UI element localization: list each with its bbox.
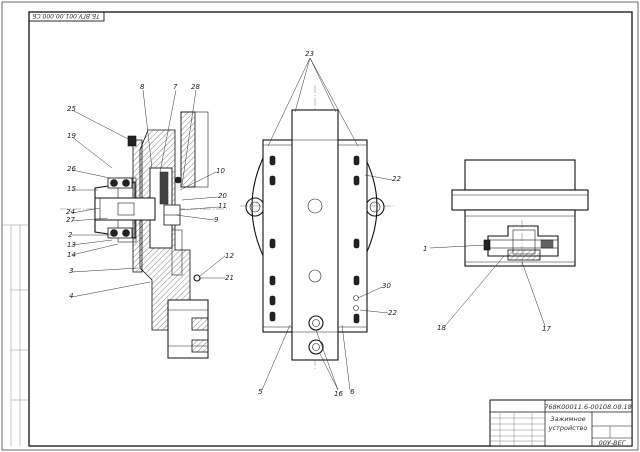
callout-14: 14 — [67, 251, 76, 259]
callout-25: 25 — [67, 105, 76, 113]
callout-21: 21 — [225, 274, 234, 282]
title-block-name-line1: Зажимное — [550, 415, 585, 423]
leaders-middle — [261, 57, 393, 391]
bolt-column-left — [269, 155, 276, 322]
stamp-code-text: ТБ.ВГУ.001.00.000.СБ — [32, 12, 99, 19]
front-view-middle — [240, 85, 395, 370]
side-view-right — [451, 159, 589, 272]
callout-26: 26 — [67, 165, 76, 173]
leaders-right — [429, 244, 546, 327]
bearing-top — [107, 177, 133, 189]
callout-16: 16 — [334, 390, 343, 398]
callout-8: 8 — [140, 83, 145, 91]
callout-28: 28 — [191, 83, 200, 91]
callout-20: 20 — [218, 192, 227, 200]
callout-2: 2 — [68, 231, 73, 239]
callout-15: 15 — [67, 185, 76, 193]
title-block-code: 768К00011.6-00108.08.18 — [544, 403, 632, 411]
callout-27: 27 — [66, 216, 75, 224]
callout-18: 18 — [437, 324, 446, 332]
callout-12: 12 — [225, 252, 234, 260]
callout-5: 5 — [258, 388, 263, 396]
callout-1: 1 — [423, 245, 427, 253]
bearing-bottom — [107, 227, 133, 239]
section-view-left — [60, 111, 230, 359]
title-block: 768К00011.6-00108.08.18 Зажимное устройс… — [489, 399, 633, 447]
callouts-left: 25 19 26 15 24 27 2 13 14 3 4 8 7 28 10 … — [66, 83, 234, 300]
callout-7: 7 — [173, 83, 178, 91]
bolt-column-right — [353, 155, 360, 324]
callout-30: 30 — [382, 282, 391, 290]
callout-23: 23 — [305, 50, 314, 58]
callout-22-lower: 22 — [388, 309, 397, 317]
callout-22-upper: 22 — [392, 175, 401, 183]
callout-24: 24 — [66, 208, 75, 216]
callouts-middle: 23 22 30 22 5 6 16 — [258, 50, 401, 398]
callout-19: 19 — [67, 132, 76, 140]
title-block-name-line2: устройство — [548, 424, 588, 432]
callouts-right: 1 18 17 — [423, 245, 551, 333]
callout-4: 4 — [69, 292, 73, 300]
callout-3: 3 — [69, 267, 73, 275]
callout-10: 10 — [216, 167, 225, 175]
top-left-stamp: ТБ.ВГУ.001.00.000.СБ — [28, 11, 105, 22]
callout-9: 9 — [214, 216, 219, 224]
callout-13: 13 — [67, 241, 76, 249]
title-block-sheet: 00У-ВЕГ — [599, 439, 627, 447]
callout-11: 11 — [218, 202, 227, 210]
leaders-left — [71, 89, 226, 298]
callout-6: 6 — [350, 388, 355, 396]
callout-17: 17 — [542, 325, 551, 333]
